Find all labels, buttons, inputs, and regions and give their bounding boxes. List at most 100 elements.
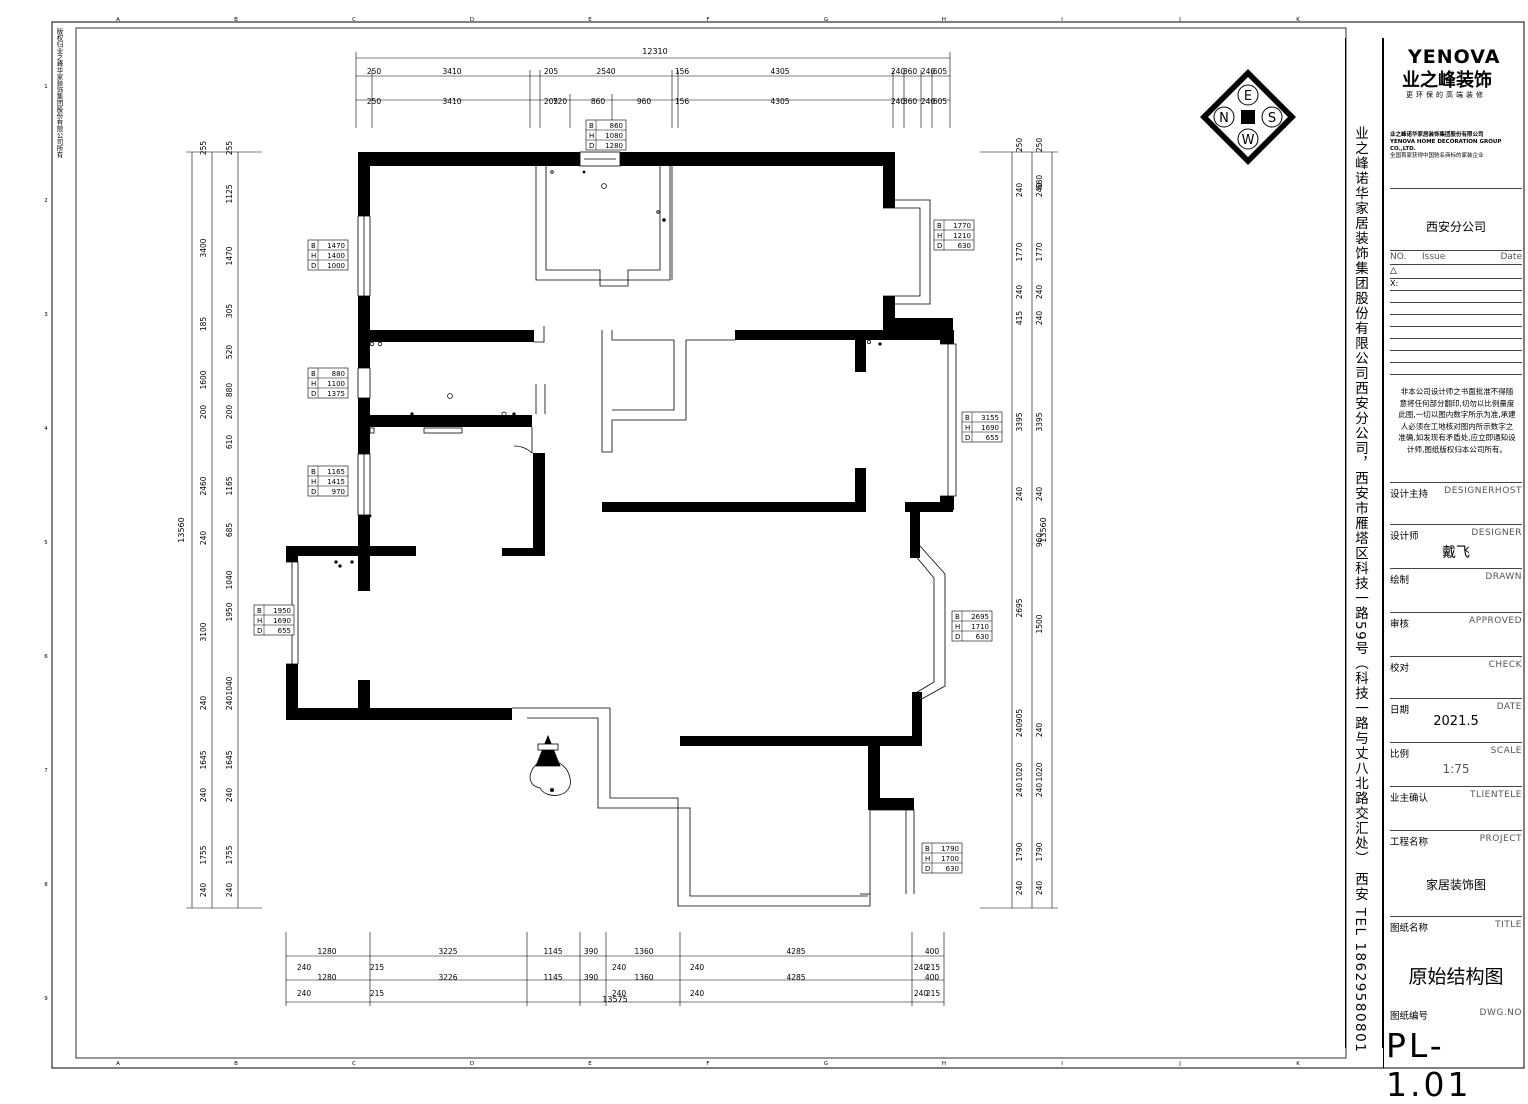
window-tag-box [961,411,1003,443]
drawing-border [75,27,1347,1059]
window-tag-value: 630 [946,865,959,873]
dimension-value: 860 [591,97,606,106]
dimension-value: 390 [584,973,599,982]
dimension-value: 400 [925,947,940,956]
dimension-value: 240 [225,788,234,803]
window-tag-key: D [257,627,262,635]
grid-column-label: F [706,17,709,23]
dimension-value: 1600 [199,370,208,389]
window-tag-value: 1165 [327,468,345,476]
dimension-value: 250 [367,67,382,76]
field-label-en: TLIENTELE [1470,790,1522,800]
window-tag-key: H [589,132,594,140]
dimension-value: 240 [199,883,208,898]
field-label: 比例 [1390,749,1410,760]
branch-name: 西安分公司 [1425,220,1486,234]
field-label: 图纸名称 [1390,923,1429,934]
company-full-en: YENOVA HOME DECORATION GROUP CO.,LTD. [1390,139,1502,152]
field-value: 1:75 [1442,762,1470,776]
window-tag-value: 1770 [953,222,971,230]
brand-logo-cn: 业之峰装饰 [1402,70,1492,91]
compass-east: E [1244,89,1252,104]
dimension-value: 685 [225,523,234,538]
divider [1390,786,1522,787]
dimension-value: 240 [1015,783,1024,798]
field-label-en: TITLE [1495,920,1522,930]
dimension-value: 240 [1035,723,1044,738]
field-label: 校对 [1390,663,1410,674]
grid-column-label: G [824,1061,828,1067]
dimension-value: 610 [225,435,234,450]
dimension-value: 156 [675,97,690,106]
divider [1390,482,1522,483]
divider [1390,656,1522,657]
field-label-en: APPROVED [1469,616,1522,626]
dimension-value: 3226 [438,973,457,982]
dimension-value: 240 [1035,285,1044,300]
window-tag-value: 880 [332,370,345,378]
window-tag-key: B [589,122,594,130]
dimension-value: 255 [199,141,208,156]
dimension-value: 305 [225,304,234,319]
grid-row-label: 2 [44,198,48,204]
dimension-value: 4305 [770,97,789,106]
grid-column-label: K [1296,17,1300,23]
field-label-en: DRAWN [1485,572,1522,582]
window-tag-value: 1280 [605,142,623,150]
window-tag-key: B [311,242,316,250]
window-tag-box [933,219,975,251]
revision-rule [1390,350,1522,351]
dimension-value: 400 [925,973,940,982]
dimension-value: 1165 [225,476,234,495]
grid-column-label: K [1296,1061,1300,1067]
field-label-en: PROJECT [1479,834,1522,844]
field-label: 业主确认 [1390,793,1429,804]
dimension-value: 1470 [225,246,234,265]
dimension-value: 2695 [1015,598,1024,617]
dimension-value: 880 [225,383,234,398]
window-tag-box [253,604,295,636]
dimension-value: 240 [1035,881,1044,896]
divider [1390,524,1522,525]
dimension-value: 240 [1035,783,1044,798]
dimension-value: 1040 [225,676,234,695]
dimension-value: 200 [225,405,234,420]
dimension-value: 250 [1035,138,1044,153]
field-label-en: DWG.NO [1479,1008,1522,1018]
dimension-value: 215 [370,989,385,998]
dimension-value: 680 [1035,175,1044,190]
dimension-value: 2460 [199,476,208,495]
dimension-value: 1790 [1015,842,1024,861]
window-tag-value: 1100 [327,380,345,388]
window-tag-key: B [311,468,316,476]
dimension-value: 960 [1035,533,1044,548]
window-tag-key: H [937,232,942,240]
grid-column-label: F [706,1061,709,1067]
dimension-value: 240 [914,963,929,972]
window-tag-box [307,239,349,271]
grid-row-label: 5 [44,540,48,546]
window-tag-key: B [257,607,262,615]
dimension-value: 1040 [225,570,234,589]
grid-column-label: D [470,17,474,23]
grid-column-label: E [588,1061,592,1067]
dimension-value: 390 [584,947,599,956]
field-value: 家居装饰图 [1425,878,1486,892]
dimension-value: 240 [1035,183,1044,198]
dimension-value: 2540 [596,67,615,76]
dimension-value: 240 [199,531,208,546]
dimension-value: 3395 [1035,412,1044,431]
dimension-value: 3395 [1015,412,1024,431]
compass-rose: E W N S [1200,69,1296,165]
grid-column-label: I [1061,1061,1063,1067]
revision-rule [1390,338,1522,339]
